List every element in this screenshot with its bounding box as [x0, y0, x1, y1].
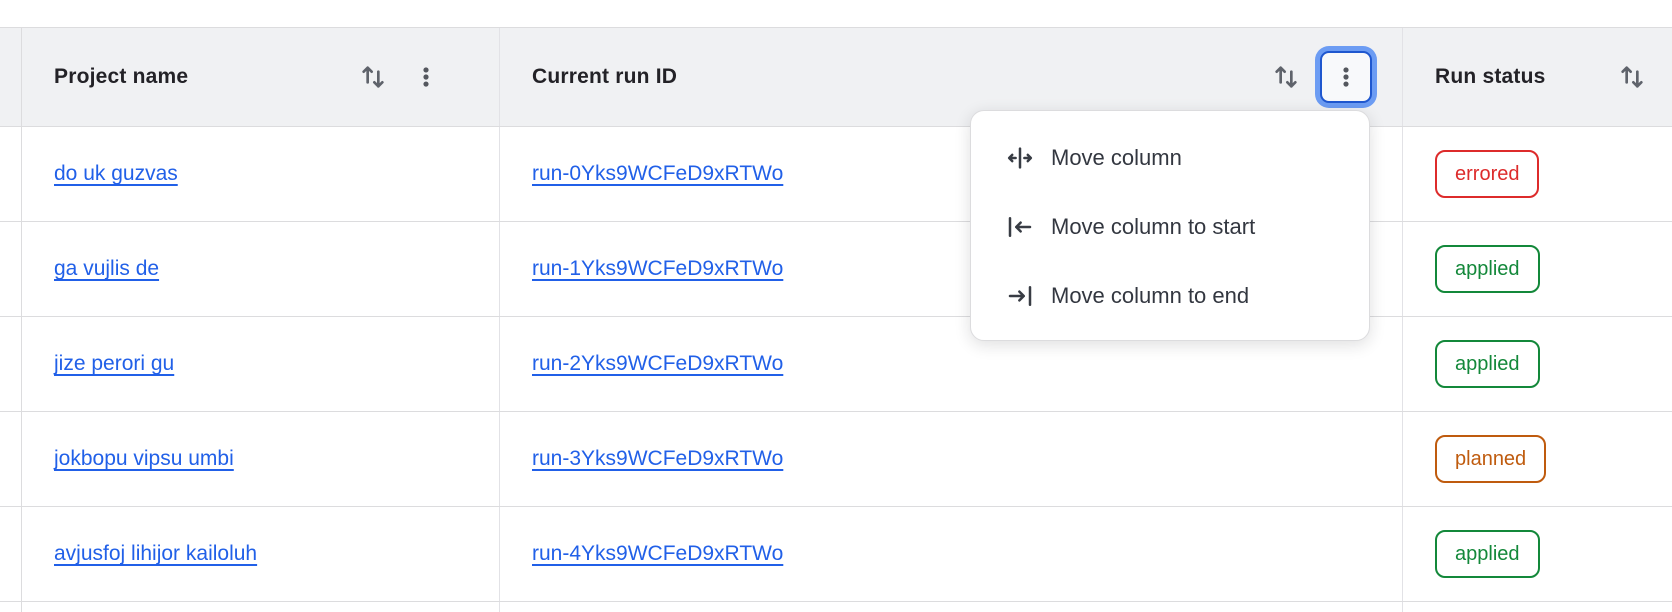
menu-item-move-column-to-start[interactable]: Move column to start [971, 192, 1369, 261]
projects-table: Project name Current run ID [0, 27, 1672, 612]
column-menu-button-project-name[interactable] [413, 64, 439, 90]
menu-item-move-column-to-end[interactable]: Move column to end [971, 261, 1369, 330]
kebab-icon [423, 67, 429, 87]
status-badge: errored [1435, 150, 1540, 198]
table-row: ga vujlis de run-1Yks9WCFeD9xRTWo applie… [0, 222, 1672, 317]
run-id-link[interactable]: run-3Yks9WCFeD9xRTWo [532, 447, 784, 470]
menu-item-label: Move column [1051, 144, 1182, 170]
table-row: avjusfoj lihijor kailoluh run-4Yks9WCFeD… [0, 507, 1672, 602]
table-row: jize perori gu run-2Yks9WCFeD9xRTWo appl… [0, 317, 1672, 412]
menu-item-label: Move column to end [1051, 282, 1250, 308]
run-id-link[interactable]: run-4Yks9WCFeD9xRTWo [532, 542, 784, 565]
menu-item-label: Move column to start [1051, 213, 1256, 239]
column-header-run-status: Run status [1403, 28, 1672, 126]
project-link[interactable]: do uk guzvas [54, 162, 178, 185]
project-link[interactable]: avjusfoj lihijor kailoluh [54, 542, 258, 565]
project-link[interactable]: ga vujlis de [54, 257, 160, 280]
column-header-project-name: Project name [22, 28, 500, 126]
sort-button-current-run-id[interactable] [1270, 61, 1302, 93]
row-gutter-cell [0, 317, 22, 411]
column-header-current-run-id: Current run ID [500, 28, 1403, 126]
status-badge: applied [1435, 340, 1540, 388]
sort-icon [1275, 66, 1297, 88]
column-label: Current run ID [532, 65, 678, 88]
kebab-icon [1343, 67, 1349, 87]
table-header-row: Project name Current run ID [0, 28, 1672, 127]
sort-icon [1621, 66, 1643, 88]
row-gutter-cell [0, 127, 22, 221]
column-menu-button-current-run-id[interactable] [1320, 51, 1372, 103]
status-badge: applied [1435, 530, 1540, 578]
menu-item-move-column[interactable]: Move column [971, 123, 1369, 192]
project-link[interactable]: jokbopu vipsu umbi [54, 447, 234, 470]
table-row: jokbopu vipsu umbi run-3Yks9WCFeD9xRTWo … [0, 412, 1672, 507]
column-menu-dropdown: Move column Move column to start Move co… [970, 110, 1370, 341]
row-gutter-cell [0, 507, 22, 601]
column-label: Run status [1435, 65, 1546, 88]
run-id-link[interactable]: run-1Yks9WCFeD9xRTWo [532, 257, 784, 280]
column-label: Project name [54, 65, 189, 88]
row-gutter-cell [0, 222, 22, 316]
status-badge: applied [1435, 245, 1540, 293]
move-column-to-end-icon [1005, 281, 1035, 311]
sort-button-run-status[interactable] [1616, 61, 1648, 93]
project-link[interactable]: jize perori gu [54, 352, 175, 375]
run-id-link[interactable]: run-0Yks9WCFeD9xRTWo [532, 162, 784, 185]
header-gutter-cell [0, 28, 22, 126]
table-row-clipped [0, 602, 1672, 612]
row-gutter-cell [0, 602, 22, 612]
sort-button-project-name[interactable] [357, 61, 389, 93]
table-row: do uk guzvas run-0Yks9WCFeD9xRTWo errore… [0, 127, 1672, 222]
move-column-icon [1005, 143, 1035, 173]
move-column-to-start-icon [1005, 212, 1035, 242]
status-badge: planned [1435, 435, 1547, 483]
run-id-link[interactable]: run-2Yks9WCFeD9xRTWo [532, 352, 784, 375]
row-gutter-cell [0, 412, 22, 506]
sort-icon [362, 66, 384, 88]
